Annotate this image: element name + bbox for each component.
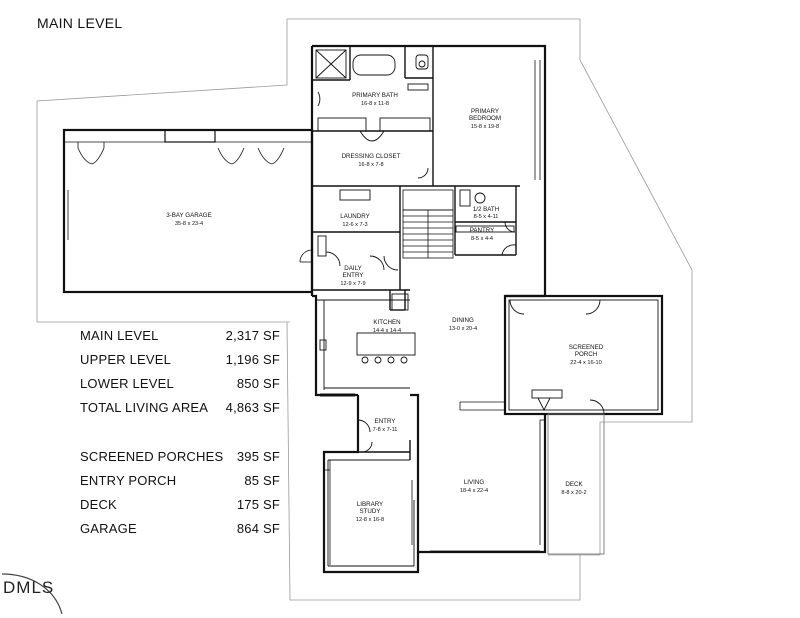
- primary-bath-label: PRIMARY BATH: [352, 92, 398, 99]
- logo-arc: [1, 573, 63, 615]
- library-label-2: STUDY: [360, 508, 381, 515]
- pantry-label: PANTRY: [470, 227, 495, 234]
- entry-label: ENTRY: [375, 418, 396, 425]
- entry-library-fixtures: [327, 419, 415, 567]
- stat-value: 395 SF: [236, 449, 280, 464]
- stat-value: 175 SF: [236, 497, 280, 512]
- interior-walls: [312, 46, 546, 552]
- stat-value: 864 SF: [236, 521, 280, 536]
- library-label-1: LIBRARY: [357, 501, 383, 508]
- garage-door-swings: [64, 129, 313, 263]
- primary-bath-dims: 16-8 x 11-8: [361, 101, 389, 107]
- stat-main-level: MAIN LEVEL 2,317 SF: [80, 328, 280, 352]
- stat-value: 850 SF: [236, 376, 280, 391]
- screened-porch-label-2: PORCH: [575, 351, 597, 358]
- living-label: LIVING: [464, 479, 484, 486]
- daily-entry-dims: 12-9 x 7-9: [340, 281, 365, 287]
- stat-total-living: TOTAL LIVING AREA 4,863 SF: [80, 400, 280, 424]
- service-fixtures: [317, 189, 517, 271]
- kitchen-dims: 14-4 x 14-4: [373, 328, 401, 334]
- living-dims: 18-4 x 22-4: [460, 488, 488, 494]
- stat-label: SCREENED PORCHES: [80, 449, 224, 464]
- stat-screened-porches: SCREENED PORCHES 395 SF: [80, 449, 280, 473]
- stat-label: ENTRY PORCH: [80, 473, 177, 488]
- primary-bedroom-dims: 15-8 x 19-8: [471, 124, 499, 130]
- dressing-closet-dims: 16-8 x 7-8: [358, 162, 383, 168]
- half-bath-dims: 8-5 x 4-11: [474, 214, 499, 220]
- garage-dims: 35-8 x 23-4: [175, 221, 203, 227]
- daily-entry-label-1: DAILY: [344, 265, 361, 272]
- bath-fixtures: [315, 49, 431, 179]
- stat-deck: DECK 175 SF: [80, 497, 280, 521]
- stair: [402, 189, 454, 259]
- dmls-logo: DMLS: [3, 578, 55, 597]
- garage-label: 3-BAY GARAGE: [166, 212, 212, 219]
- stat-label: UPPER LEVEL: [80, 352, 172, 367]
- half-bath-label: 1/2 BATH: [473, 206, 499, 213]
- porch-deck: [508, 299, 659, 555]
- primary-bedroom-label-2: BEDROOM: [469, 115, 501, 122]
- stat-value: 85 SF: [244, 473, 280, 488]
- deck-dims: 8-8 x 20-2: [561, 490, 586, 496]
- stat-value: 2,317 SF: [225, 328, 280, 343]
- stat-label: MAIN LEVEL: [80, 328, 159, 343]
- deck-label: DECK: [565, 481, 583, 488]
- stat-label: DECK: [80, 497, 117, 512]
- stat-garage: GARAGE 864 SF: [80, 521, 280, 545]
- daily-entry-label-2: ENTRY: [343, 272, 364, 279]
- stat-label: TOTAL LIVING AREA: [80, 400, 209, 415]
- laundry-dims: 12-6 x 7-3: [342, 222, 367, 228]
- screened-porch-dims: 22-4 x 16-10: [570, 360, 601, 366]
- library-dims: 12-8 x 16-8: [356, 517, 384, 523]
- stat-value: 1,196 SF: [225, 352, 280, 367]
- room-labels: PRIMARY BATH 16-8 x 11-8 PRIMARY BEDROOM…: [166, 92, 603, 523]
- windows: [67, 60, 545, 565]
- exterior-walls: [62, 44, 664, 574]
- stat-label: LOWER LEVEL: [80, 376, 174, 391]
- roof-outline: [36, 18, 693, 601]
- area-summary: MAIN LEVEL 2,317 SF UPPER LEVEL 1,196 SF…: [80, 328, 280, 545]
- stat-value: 4,863 SF: [225, 400, 280, 415]
- kitchen-fixtures: [316, 293, 416, 390]
- laundry-label: LAUNDRY: [340, 213, 369, 220]
- stat-upper-level: UPPER LEVEL 1,196 SF: [80, 352, 280, 376]
- page-title: MAIN LEVEL: [37, 15, 123, 31]
- primary-bedroom-label-1: PRIMARY: [471, 108, 499, 115]
- screened-porch-label-1: SCREENED: [569, 344, 604, 351]
- stat-label: GARAGE: [80, 521, 137, 536]
- dining-dims: 13-0 x 20-4: [449, 326, 477, 332]
- stat-entry-porch: ENTRY PORCH 85 SF: [80, 473, 280, 497]
- stat-lower-level: LOWER LEVEL 850 SF: [80, 376, 280, 400]
- dining-label: DINING: [452, 317, 474, 324]
- kitchen-label: KITCHEN: [373, 319, 400, 326]
- pantry-dims: 8-5 x 4-4: [471, 236, 493, 242]
- dressing-closet-label: DRESSING CLOSET: [342, 153, 401, 160]
- entry-dims: 7-8 x 7-11: [373, 427, 398, 433]
